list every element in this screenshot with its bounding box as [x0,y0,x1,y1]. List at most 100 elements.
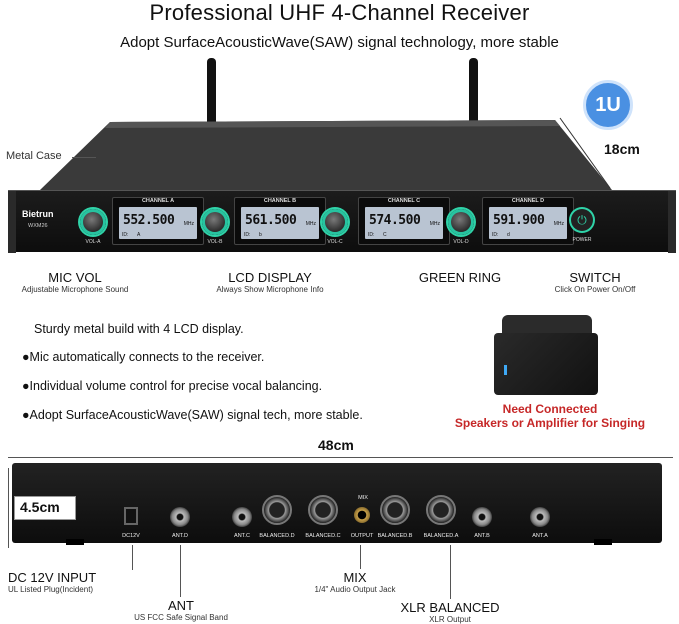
callout-ant: ANT US FCC Safe Signal Band [126,598,236,622]
lcd-channel-d-id-prefix: ID: [492,232,499,238]
metal-case-label: Metal Case [6,150,62,162]
vol-d-label: VOL-D [453,239,469,245]
rear-xlr-b[interactable] [380,495,410,525]
callout-xlr-title: XLR BALANCED [400,600,500,615]
height-dim-line [8,468,9,548]
rear-ant-a[interactable] [530,507,550,527]
feature-lcd-title: LCD DISPLAY [228,270,312,285]
lcd-channel-c-id: C [383,232,387,238]
rear-panel: DC12V ANT.D ANT.C BALANCED.D BALANCED.C … [12,463,662,545]
callout-dc-sub: UL Listed Plug(Incident) [8,585,94,594]
lcd-channel-a-id: A [137,232,141,238]
rear-xlr-c[interactable] [308,495,338,525]
feature-mic-vol: MIC VOL Adjustable Microphone Sound [10,270,140,294]
callout-dc-title: DC 12V INPUT [8,570,97,585]
receiver-top-case [40,117,612,190]
height-label: 4.5cm [20,499,60,515]
speaker-led-icon [504,365,507,375]
model-label: WXM26 [28,223,48,229]
lcd-channel-d-freq: 591.900 [493,213,545,228]
brand-label: Bietrun [22,209,54,219]
rear-foot-left [66,539,84,545]
vol-a-label: VOL-A [85,239,101,245]
rear-ant-d[interactable] [170,507,190,527]
width-label: 48cm [318,437,354,453]
rear-bal-d-label: BALANCED.D [259,533,295,539]
rear-dc-jack[interactable] [124,507,138,525]
rear-ant-b-label: ANT.B [474,533,490,539]
callout-mix-title: MIX [343,570,367,585]
rear-ant-a-label: ANT.A [532,533,548,539]
callout-mix-sub: 1/4" Audio Output Jack [314,585,396,594]
rear-ant-b[interactable] [472,507,492,527]
pointer-xlr [450,545,451,599]
lcd-channel-c-id-prefix: ID: [368,232,375,238]
lcd-channel-a-id-prefix: ID: [122,232,129,238]
callout-xlr-sub: XLR Output [429,615,471,624]
lcd-channel-b-title: CHANNEL B [263,198,297,204]
lcd-channel-a-mhz: MHz [183,221,194,227]
callout-xlr: XLR BALANCED XLR Output [380,600,520,624]
bullet-item-3: ●Adopt SurfaceAcousticWave(SAW) signal t… [22,408,363,422]
lcd-channel-c: CHANNEL C 574.500 MHz ID: C [358,197,450,245]
volume-knob-b[interactable] [202,209,228,235]
feature-mic-vol-title: MIC VOL [48,270,102,285]
callout-dc-input: DC 12V INPUT UL Listed Plug(Incident) [8,570,138,594]
feature-green-ring: GREEN RING [400,270,520,285]
speaker-top [502,315,592,337]
feature-green-ring-title: GREEN RING [418,270,502,285]
feature-switch-title: SWITCH [569,270,621,285]
rack-ear-right [668,191,676,253]
lcd-channel-a-title: CHANNEL A [141,198,175,204]
feature-mic-vol-sub: Adjustable Microphone Sound [21,285,129,294]
feature-switch: SWITCH Click On Power On/Off [535,270,655,294]
rear-dc-label: DC12V [122,533,140,539]
lcd-channel-a: CHANNEL A 552.500 MHz ID: A [112,197,204,245]
rear-mix-label: MIX [358,495,368,501]
rear-ant-c-label: ANT.C [234,533,250,539]
pointer-mix [360,545,361,569]
rear-mix-jack[interactable] [354,507,370,523]
antenna-left [207,58,216,134]
lcd-channel-c-title: CHANNEL C [387,198,421,204]
rack-unit-badge: 1U [583,80,633,130]
pointer-ant [180,545,181,597]
lcd-channel-b-mhz: MHz [305,221,316,227]
rear-bal-c-label: BALANCED.C [305,533,341,539]
bullet-item-2: ●Individual volume control for precise v… [22,379,323,393]
front-panel: Bietrun WXM26 VOL-A CHANNEL A 552.500 MH… [8,190,676,253]
rear-foot-right [594,539,612,545]
volume-knob-c[interactable] [322,209,348,235]
lcd-channel-c-freq: 574.500 [369,213,421,228]
pointer-dc [132,545,133,570]
rear-bal-b-label: BALANCED.B [377,533,413,539]
width-dim-line [8,457,673,458]
rack-ear-left [8,191,16,253]
power-button[interactable]: ⏻ [571,209,593,231]
rear-bal-a-label: BALANCED.A [423,533,459,539]
rear-xlr-a[interactable] [426,495,456,525]
rear-ant-c[interactable] [232,507,252,527]
page-subtitle: Adopt SurfaceAcousticWave(SAW) signal te… [120,34,559,51]
vol-b-label: VOL-B [207,239,223,245]
feature-lcd-sub: Always Show Microphone Info [216,285,324,294]
antenna-right [469,58,478,134]
lcd-channel-c-mhz: MHz [429,221,440,227]
volume-knob-d[interactable] [448,209,474,235]
speaker-image [492,315,602,397]
volume-knob-a[interactable] [80,209,106,235]
callout-ant-title: ANT [168,598,194,613]
lcd-channel-d: CHANNEL D 591.900 MHz ID: d [482,197,574,245]
rear-xlr-d[interactable] [262,495,292,525]
lcd-channel-b-id: b [259,232,262,238]
lcd-channel-d-title: CHANNEL D [511,198,545,204]
speaker-body [494,333,598,395]
bullet-intro: Sturdy metal build with 4 LCD display. [34,322,244,336]
lcd-channel-a-freq: 552.500 [123,213,175,228]
callout-ant-sub: US FCC Safe Signal Band [134,613,228,622]
metal-case-pointer [72,157,96,158]
lcd-channel-b: CHANNEL B 561.500 MHz ID: b [234,197,326,245]
rear-ant-d-label: ANT.D [172,533,188,539]
rear-output-label: OUTPUT [350,533,374,539]
vol-c-label: VOL-C [327,239,343,245]
